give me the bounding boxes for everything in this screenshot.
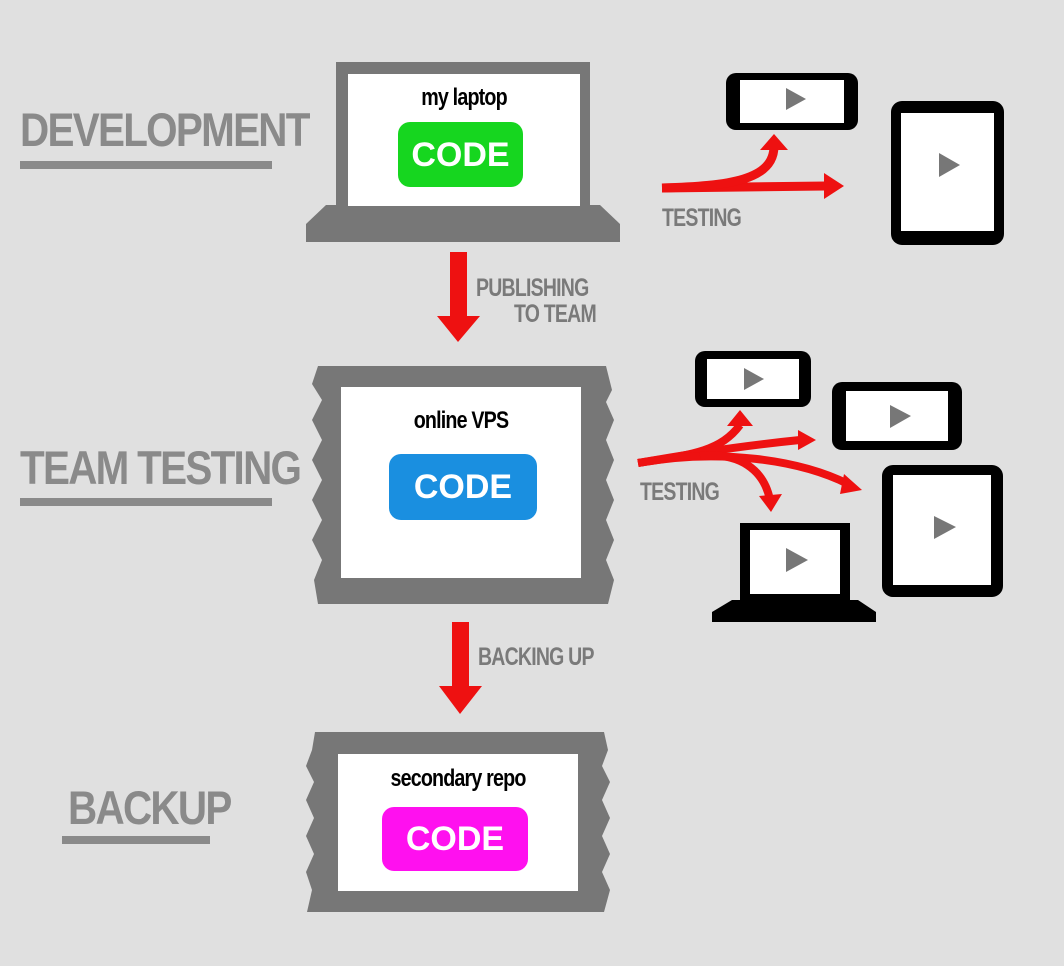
arrowhead [760, 134, 788, 150]
laptop-icon [712, 523, 876, 622]
tablet-icon [882, 465, 1003, 597]
dev-testing-label: TESTING [662, 204, 742, 232]
vps-title: online VPS [413, 407, 509, 434]
stage-underline [20, 498, 272, 506]
arrowhead [824, 173, 844, 199]
backing-up-label: BACKING UP [478, 643, 594, 671]
dev-testing-arrow [661, 145, 827, 193]
stage-label-development: DEVELOPMENT [20, 103, 310, 156]
team-testing-label: TESTING [640, 478, 720, 506]
team-testing-arrows [637, 422, 850, 501]
backing-up-arrow [439, 622, 482, 714]
stage-underline [62, 836, 210, 844]
laptop-title: my laptop [421, 84, 507, 111]
publishing-label-line1: PUBLISHING [476, 274, 589, 302]
phone-icon [695, 351, 811, 407]
publishing-label-line2: TO TEAM [514, 300, 597, 328]
tablet-icon [891, 101, 1004, 245]
stage-label-backup: BACKUP [68, 781, 232, 834]
publishing-arrow [437, 252, 480, 342]
code-badge-team: CODE [389, 454, 537, 520]
stage-underline [20, 161, 272, 169]
stage-label-team-testing: TEAM TESTING [20, 441, 302, 494]
phone-icon [832, 382, 962, 450]
code-badge-backup: CODE [382, 807, 528, 871]
arrowheads [727, 410, 862, 512]
repo-title: secondary repo [390, 765, 526, 792]
phone-icon [726, 73, 858, 130]
code-badge-development: CODE [398, 122, 523, 187]
